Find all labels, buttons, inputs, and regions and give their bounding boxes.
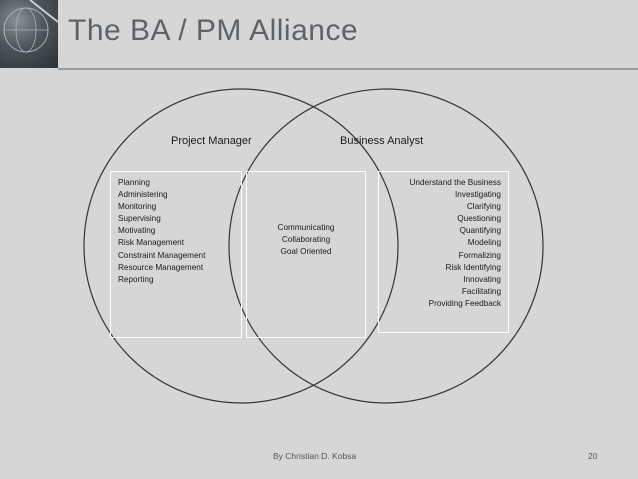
list-item: Collaborating: [247, 234, 365, 246]
list-item: Administering: [118, 189, 241, 201]
list-item: Quantifying: [379, 225, 501, 237]
list-item: Innovating: [379, 274, 501, 286]
ba-skills-box: Understand the Business Investigating Cl…: [378, 171, 509, 333]
list-item: Monitoring: [118, 201, 241, 213]
list-item: Supervising: [118, 213, 241, 225]
list-item: Motivating: [118, 225, 241, 237]
slide-footer: By Christian D. Kobsa: [273, 451, 356, 461]
list-item: Modeling: [379, 237, 501, 249]
business-analyst-label: Business Analyst: [340, 135, 423, 147]
page-number: 20: [588, 451, 597, 461]
list-item: Goal Oriented: [247, 246, 365, 258]
list-item: Constraint Management: [118, 250, 241, 262]
list-item: Risk Identifying: [379, 262, 501, 274]
list-item: Understand the Business: [379, 177, 501, 189]
list-item: Providing Feedback: [379, 298, 501, 310]
list-item: Facilitating: [379, 286, 501, 298]
list-item: Planning: [118, 177, 241, 189]
pm-skills-list: Planning Administering Monitoring Superv…: [111, 172, 241, 286]
ba-skills-list: Understand the Business Investigating Cl…: [379, 172, 508, 310]
list-item: Formalizing: [379, 250, 501, 262]
pm-skills-box: Planning Administering Monitoring Superv…: [110, 171, 242, 338]
project-manager-label: Project Manager: [171, 135, 252, 147]
list-item: Risk Management: [118, 237, 241, 249]
list-item: Clarifying: [379, 201, 501, 213]
list-item: Investigating: [379, 189, 501, 201]
list-item: Communicating: [247, 222, 365, 234]
list-item: Resource Management: [118, 262, 241, 274]
list-item: Reporting: [118, 274, 241, 286]
list-item: Questioning: [379, 213, 501, 225]
shared-skills-box: Communicating Collaborating Goal Oriente…: [246, 171, 366, 338]
shared-skills-list: Communicating Collaborating Goal Oriente…: [247, 172, 365, 258]
